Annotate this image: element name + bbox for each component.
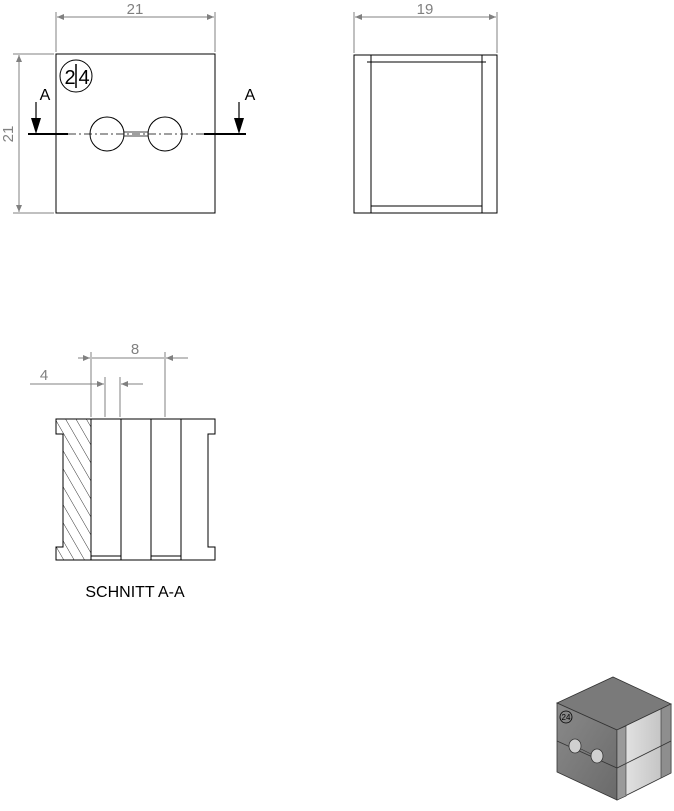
section-caption: SCHNITT A-A [85,584,185,601]
part-number-badge: 2 4 [59,59,93,93]
front-view: 21 21 2 4 A [0,1,256,214]
side-width-dimension: 19 [353,1,498,53]
section-line-a-a: A A [28,87,256,135]
section-pitch-dimension: 8 [78,341,188,417]
section-hatch [55,418,92,561]
badge-digit-left: 2 [64,67,75,89]
badge-digit-right: 4 [78,67,89,89]
section-view: 8 4 SCHNITT A-A [30,341,216,601]
side-view: 19 [353,1,498,214]
section-hole-value: 4 [40,367,48,384]
isometric-view: 24 [556,676,672,801]
side-view-outline [353,54,498,214]
front-width-value: 21 [127,1,144,18]
iso-badge-text: 24 [562,713,571,722]
section-hole-dimension: 4 [30,367,143,417]
section-pitch-value: 8 [131,341,139,358]
front-height-value: 21 [0,126,17,143]
front-height-dimension: 21 [0,53,54,214]
section-mark-left: A [40,87,51,104]
front-width-dimension: 21 [55,1,216,52]
section-mark-right: A [245,87,256,104]
side-width-value: 19 [417,1,434,18]
